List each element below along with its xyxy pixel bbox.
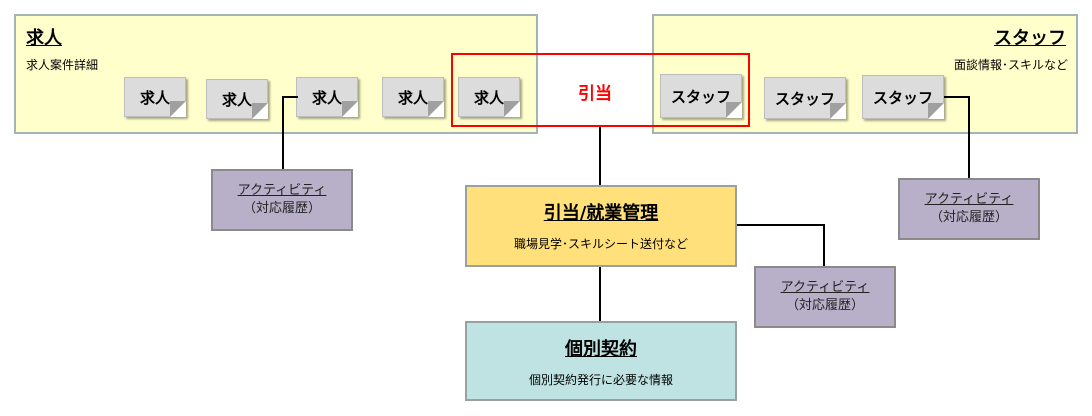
staff-note: スタッフ (764, 77, 846, 119)
management-box: 引当/就業管理 職場見学･スキルシート送付など (465, 185, 737, 267)
job-note: 求人 (124, 77, 186, 117)
activity-box: アクティビティ （対応履歴） (211, 169, 353, 231)
job-note: 求人 (458, 77, 520, 117)
match-label: 引当 (578, 84, 612, 104)
connector-line (735, 224, 825, 226)
contract-subtitle: 個別契約発行に必要な情報 (528, 373, 673, 387)
activity-box: アクティビティ （対応履歴） (898, 178, 1040, 240)
activity-label: アクティビティ (924, 192, 1014, 207)
activity-sublabel: （対応履歴） (785, 298, 864, 313)
activity-label: アクティビティ (237, 183, 327, 198)
job-note: 求人 (206, 79, 268, 119)
job-panel: 求人 求人案件詳細 (14, 14, 538, 134)
job-panel-subtitle: 求人案件詳細 (26, 58, 99, 72)
staff-panel-title: スタッフ (994, 28, 1066, 49)
connector-line (599, 127, 601, 186)
connector-line (944, 96, 970, 98)
connector-line (599, 266, 601, 322)
management-subtitle: 職場見学･スキルシート送付など (513, 237, 688, 251)
activity-sublabel: （対応履歴） (242, 201, 321, 216)
activity-label: アクティビティ (780, 280, 870, 295)
connector-line (823, 224, 825, 268)
job-note: 求人 (382, 77, 444, 117)
staff-note: スタッフ (660, 74, 742, 118)
contract-box: 個別契約 個別契約発行に必要な情報 (465, 321, 737, 401)
activity-sublabel: （対応履歴） (929, 210, 1008, 225)
match-frame (451, 53, 750, 127)
activity-box: アクティビティ （対応履歴） (754, 266, 896, 328)
staff-note: スタッフ (862, 75, 944, 119)
job-panel-title: 求人 (26, 28, 62, 49)
connector-line (282, 96, 298, 98)
job-note: 求人 (296, 77, 358, 117)
staff-panel-subtitle: 面談情報･スキルなど (953, 58, 1068, 72)
connector-line (282, 96, 284, 170)
connector-line (968, 96, 970, 180)
contract-title: 個別契約 (565, 339, 637, 360)
management-title: 引当/就業管理 (543, 203, 659, 224)
